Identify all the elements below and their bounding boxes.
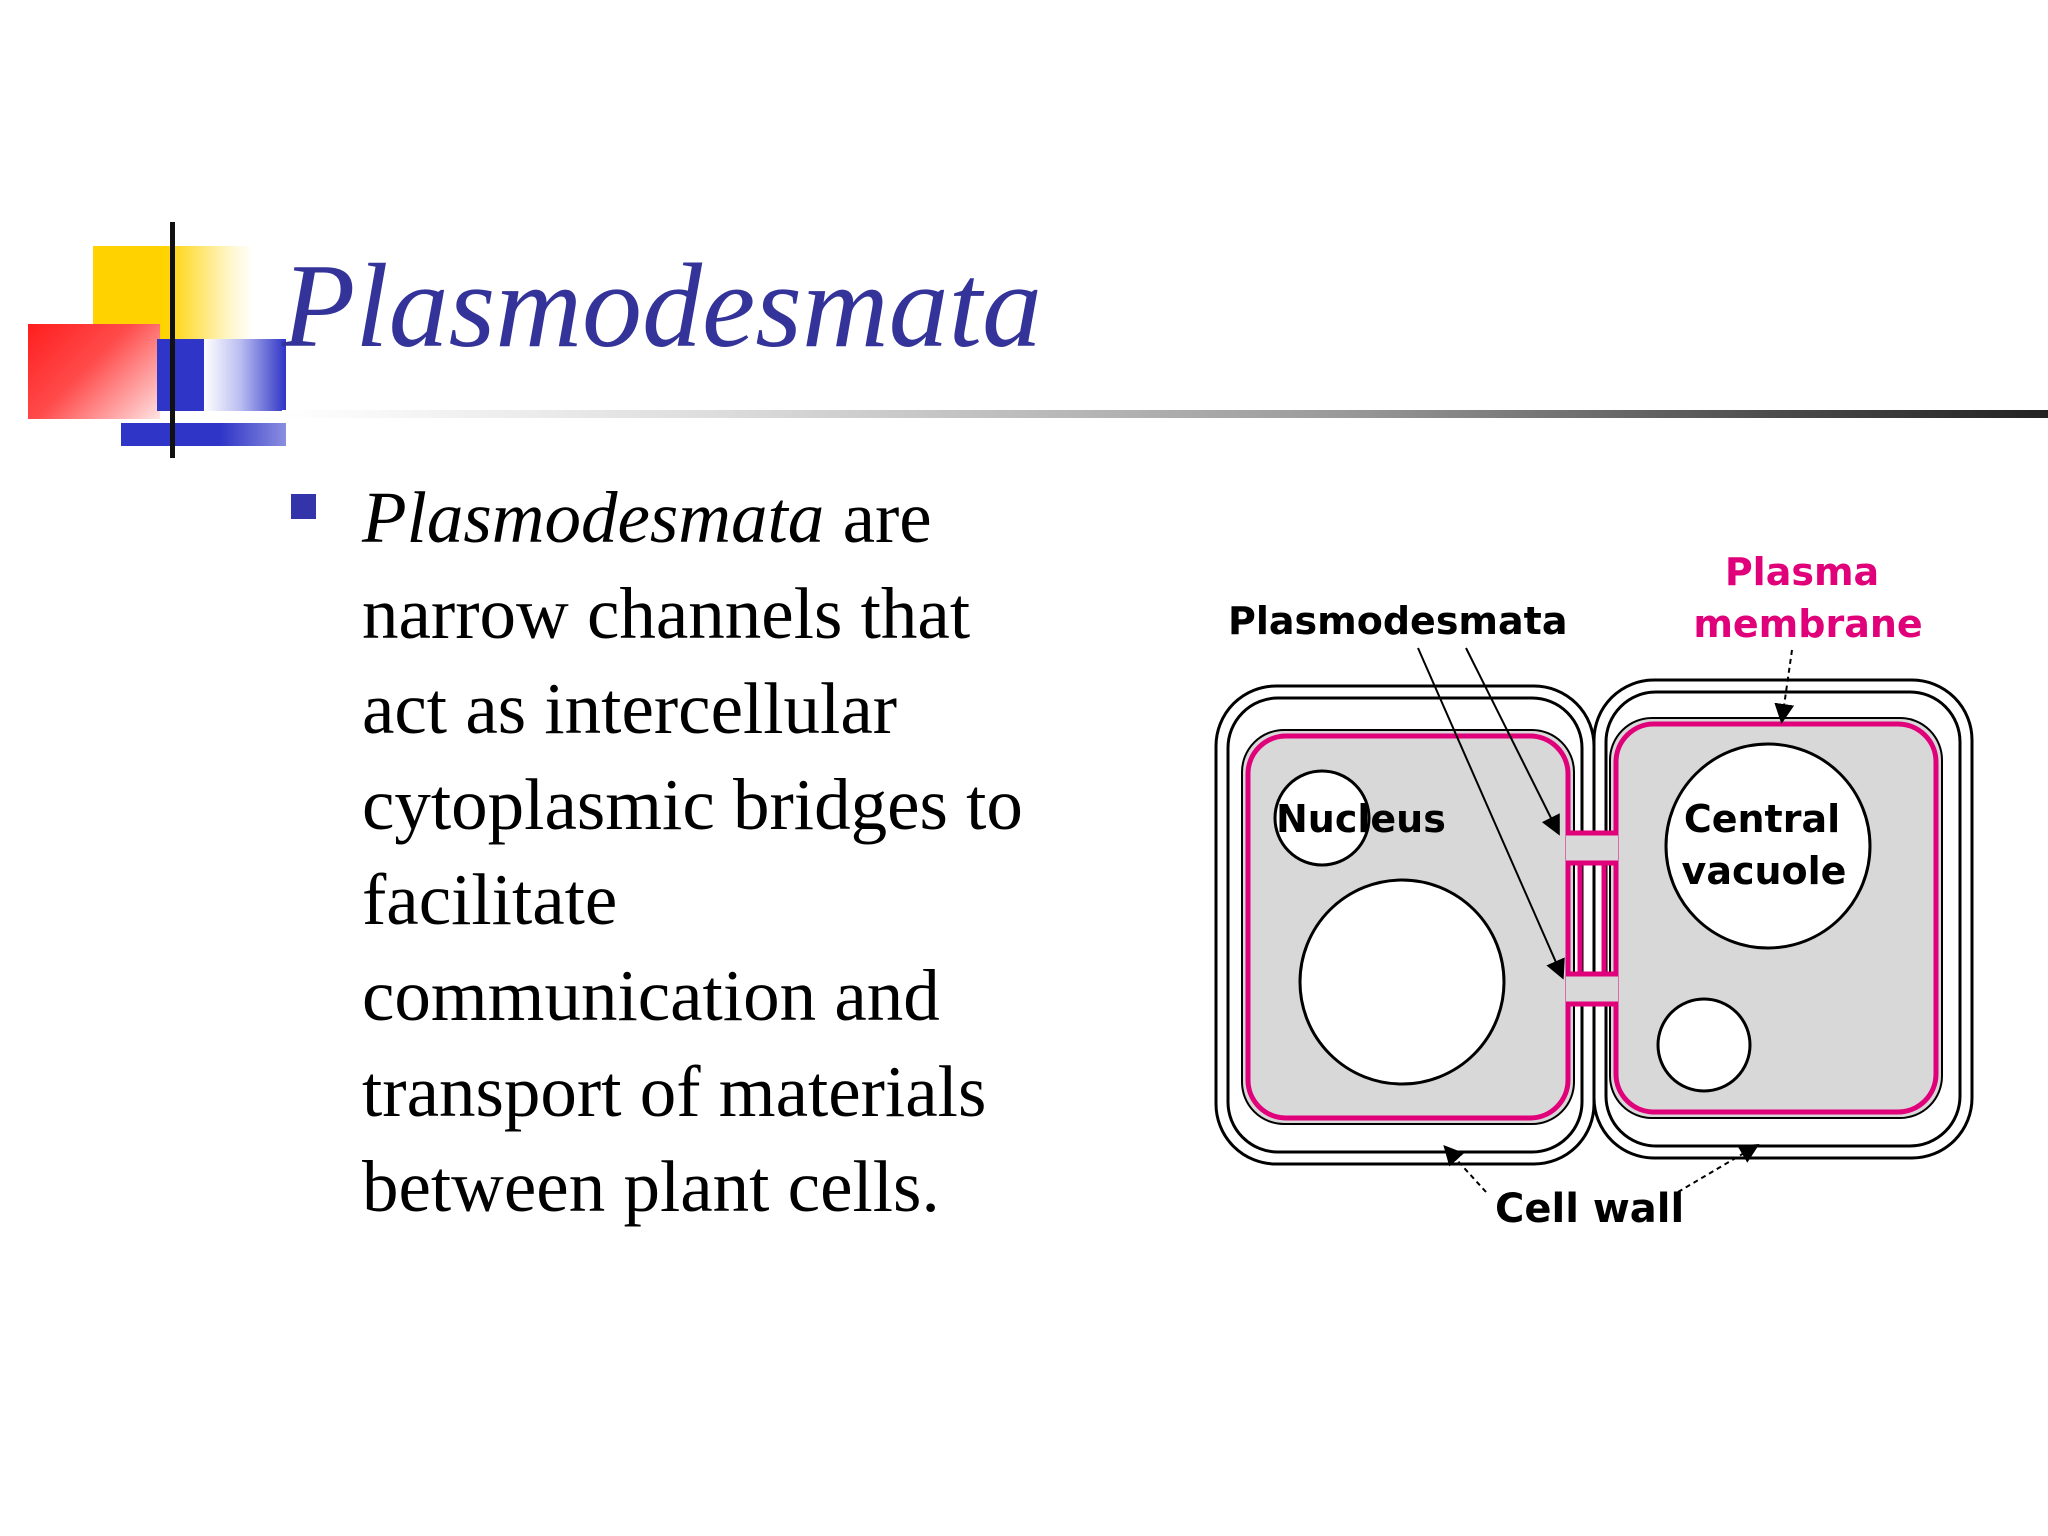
bullet-line-6: communication and xyxy=(362,954,940,1036)
bullet-line-1: Plasmodesmata are xyxy=(362,470,1162,566)
bullet-line-3: act as intercellular xyxy=(362,668,898,750)
bullet-line-7: transport of materials xyxy=(362,1050,987,1132)
bullet-line-4: cytoplasmic bridges to xyxy=(362,763,1023,845)
logo-blue-gradient xyxy=(204,339,286,411)
plasmodesmata-pointer-upper xyxy=(1465,647,1560,836)
nucleus-label: Nucleus xyxy=(1276,797,1446,841)
logo-vertical-line xyxy=(170,222,175,458)
plasmodesmata-pointer-lower xyxy=(1417,647,1565,980)
central-vacuole-label-line1: Central xyxy=(1684,797,1840,841)
central-vacuole-circle xyxy=(1664,742,1872,950)
cell-diagram: Plasmodesmata Plasma membrane Nucleus Ce… xyxy=(1200,530,2000,1250)
plasma-membrane-label-line1: Plasma xyxy=(1725,550,1879,594)
title-underline xyxy=(282,410,2048,418)
bullet-line-2: narrow channels that xyxy=(362,572,971,654)
cell-wall-pointer-left xyxy=(1443,1145,1487,1193)
plasma-membrane-pointer xyxy=(1774,649,1795,724)
bullet-text: Plasmodesmata are narrow channels that a… xyxy=(362,470,1162,1235)
bullet-line-5: facilitate xyxy=(362,859,618,941)
plasma-membrane-label-line2: membrane xyxy=(1693,602,1922,646)
plasmodesma-lower xyxy=(1566,971,1618,1007)
slide-title: Plasmodesmata xyxy=(282,239,1042,372)
plasmodesma-upper xyxy=(1566,830,1618,866)
vesicle-left-large xyxy=(1298,878,1506,1086)
bullet-square-icon xyxy=(291,494,316,519)
logo-red-block xyxy=(28,324,160,419)
bullet-line-8: between plant cells. xyxy=(362,1146,940,1228)
central-vacuole-label-line2: vacuole xyxy=(1682,849,1847,893)
nucleus-circle xyxy=(1273,769,1371,867)
cell-wall-label: Cell wall xyxy=(1495,1186,1684,1232)
cell-wall-pointer-right xyxy=(1677,1143,1760,1193)
bullet-italic-term: Plasmodesmata xyxy=(362,477,825,558)
logo-blue-square xyxy=(157,339,204,411)
logo-blue-bar xyxy=(121,423,286,446)
vesicle-right-small xyxy=(1656,997,1752,1093)
plasmodesmata-label: Plasmodesmata xyxy=(1228,599,1567,643)
bullet-line-1-rest: are xyxy=(824,477,932,558)
